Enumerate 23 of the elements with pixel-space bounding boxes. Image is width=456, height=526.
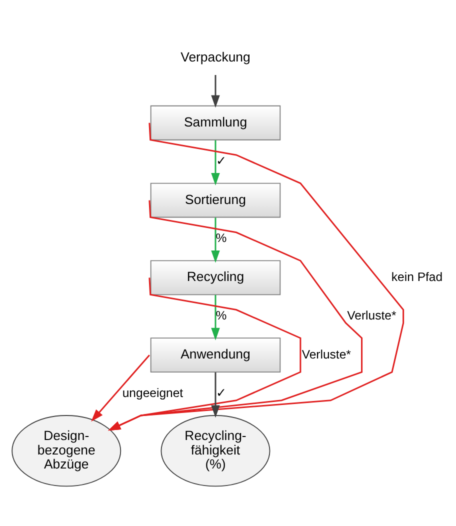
node-box: Sammlung: [150, 104, 281, 140]
arrow: [108, 277, 302, 430]
edge-label: %: [216, 230, 227, 245]
edge-label: ✓: [216, 385, 226, 400]
edge-label: Verluste*: [347, 308, 396, 322]
node-box: Anwendung: [150, 337, 281, 372]
edge-label: ungeeignet: [122, 385, 184, 400]
node-box: Sortierung: [150, 182, 281, 218]
edge-label: ✓: [216, 153, 226, 168]
node-box: Recycling: [150, 260, 281, 295]
edge-label: %: [216, 308, 227, 322]
node-ellipse: Recycling- fähigkeit (%): [160, 414, 270, 486]
arrow: [91, 354, 150, 422]
edge-label: Verluste*: [302, 346, 351, 361]
arrow: [211, 294, 220, 340]
edge-label: kein Pfad: [391, 269, 443, 284]
node-text: Verpackung: [180, 48, 250, 64]
arrow: [211, 140, 220, 186]
arrow: [108, 122, 404, 430]
arrow: [211, 372, 220, 418]
arrow: [108, 200, 363, 430]
arrow: [211, 74, 220, 108]
arrow: [211, 217, 220, 262]
